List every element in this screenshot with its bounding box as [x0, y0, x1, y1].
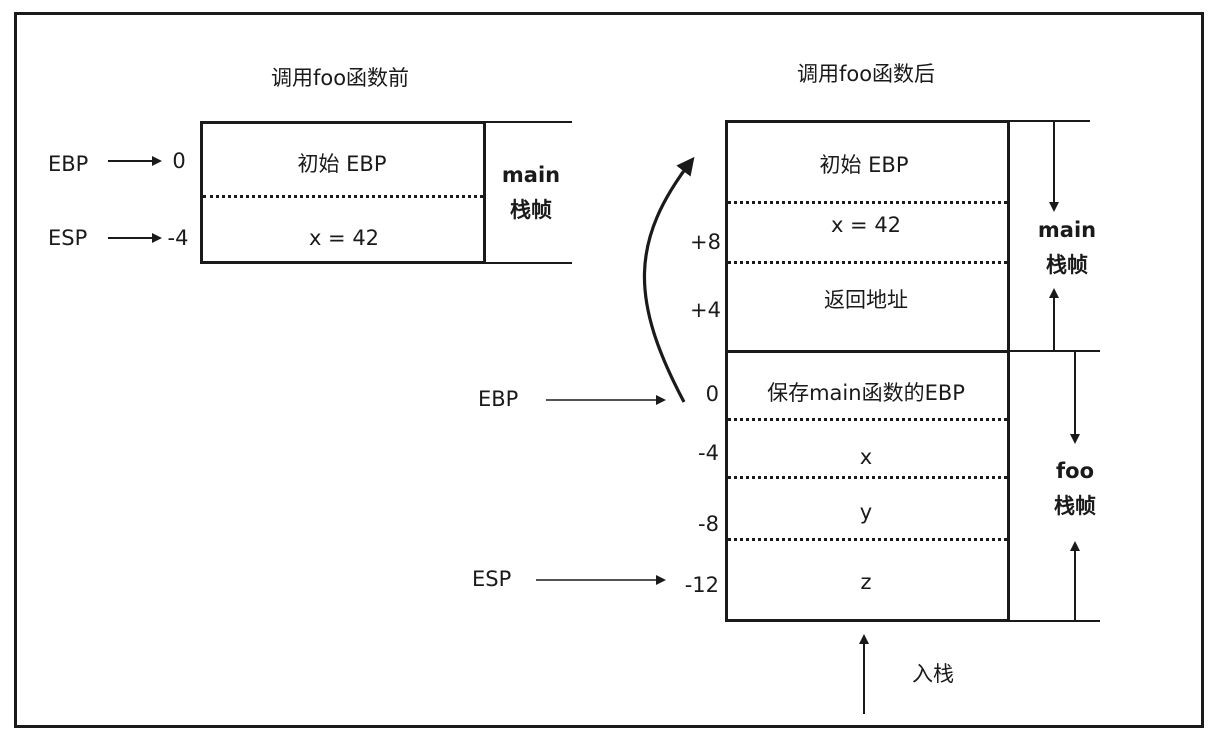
right-offset-0: 0 [705, 382, 719, 406]
right-cell-x: x = 42 [830, 213, 902, 237]
right-main-divider-2 [728, 261, 1007, 264]
right-offset-minus8: -8 [698, 512, 719, 536]
left-ebp-label: EBP [48, 152, 89, 176]
left-stack-frame-label: 栈帧 [510, 198, 552, 222]
left-cell-initial-ebp: 初始 EBP [297, 152, 387, 176]
right-foo-divider-3 [728, 538, 1007, 541]
left-offset-0: 0 [172, 149, 186, 173]
right-offset-plus8: +8 [690, 230, 721, 254]
right-cell-foo-x: x [859, 445, 873, 469]
right-offset-minus12: -12 [684, 573, 719, 597]
diagram-frame [14, 12, 1204, 728]
right-foo-divider-2 [728, 476, 1007, 479]
right-cell-saved-main-ebp: 保存main函数的EBP [767, 381, 965, 405]
right-cell-return-address: 返回地址 [824, 288, 908, 312]
right-main-label: main [1037, 218, 1097, 242]
right-main-stack-frame-label: 栈帧 [1046, 253, 1088, 277]
right-offset-minus4: -4 [698, 441, 719, 465]
left-esp-label: ESP [48, 226, 88, 250]
left-top-extension-line [486, 121, 572, 123]
right-cell-foo-z: z [860, 570, 872, 594]
right-ebp-label: EBP [478, 387, 519, 411]
left-title: 调用foo函数前 [270, 66, 410, 90]
left-bottom-extension-line [486, 262, 572, 264]
left-cell-x: x = 42 [308, 226, 380, 250]
right-boundary-extension-line [1010, 350, 1100, 352]
right-foo-stack-frame-label: 栈帧 [1054, 494, 1096, 518]
right-foo-label: foo [1056, 459, 1094, 483]
right-foo-bottom-extension-line [1010, 620, 1100, 622]
right-foo-divider-1 [728, 418, 1007, 421]
left-offset-minus4: -4 [167, 226, 189, 250]
right-offset-plus4: +4 [690, 298, 721, 322]
right-title: 调用foo函数后 [796, 62, 936, 86]
saved-ebp-curved-arrow [642, 156, 695, 403]
right-main-top-extension-line [1010, 120, 1090, 122]
left-divider [203, 195, 483, 198]
right-cell-initial-ebp: 初始 EBP [819, 153, 909, 177]
right-esp-label: ESP [472, 567, 512, 591]
right-main-divider-1 [728, 201, 1007, 204]
push-label: 入栈 [912, 662, 954, 686]
right-foo-frame-box [725, 350, 1010, 622]
left-main-label: main [501, 163, 561, 187]
right-cell-foo-y: y [859, 500, 873, 524]
left-main-frame-box [200, 121, 486, 264]
